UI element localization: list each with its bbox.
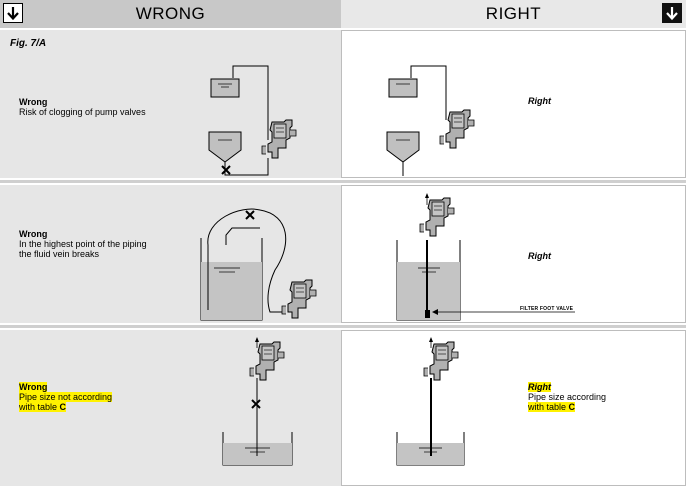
row1-wrong-text: Wrong Risk of clogging of pump valves: [19, 97, 146, 117]
row3-wrong-line2: with table C: [19, 402, 67, 412]
row1-right-title: Right: [528, 96, 551, 106]
row1-wrong-title: Wrong: [19, 97, 48, 107]
row2-wrong-title: Wrong: [19, 229, 48, 239]
row3-right-line1: Pipe size according: [528, 392, 607, 402]
row2-wrong-line1: In the highest point of the piping: [19, 239, 147, 249]
row3-wrong-line2-text: with table: [19, 402, 58, 412]
row3-wrong-text: Wrong Pipe size not according with table…: [19, 382, 113, 412]
header-wrong-label: WRONG: [135, 4, 206, 23]
row1-wrong-drawing: [208, 65, 297, 176]
header-right: RIGHT: [341, 0, 686, 28]
down-arrow-icon: [662, 3, 682, 23]
row-separator: [0, 180, 686, 183]
row2-wrong-line2: the fluid vein breaks: [19, 249, 100, 259]
down-arrow-icon: [3, 3, 23, 23]
row3-right-drawing: [396, 337, 465, 466]
row3-wrong-table-ref: C: [59, 402, 67, 412]
row1-right-drawing: [386, 65, 475, 176]
filter-foot-valve-label: FILTER FOOT VALVE: [520, 306, 574, 312]
figure-label: Fig. 7/A: [10, 38, 47, 49]
row3-right-text: Right Pipe size according with table C: [528, 382, 606, 412]
header-right-label: RIGHT: [485, 4, 542, 23]
row1-wrong-line1: Risk of clogging of pump valves: [19, 107, 146, 117]
row3-wrong-line1: Pipe size not according: [19, 392, 113, 402]
row2-wrong-drawing: [200, 208, 317, 321]
row2-wrong-text: Wrong In the highest point of the piping…: [19, 229, 147, 259]
row-separator: [0, 325, 686, 328]
header-wrong: WRONG: [0, 0, 341, 28]
row2-right-drawing: [396, 193, 575, 321]
row3-wrong-title: Wrong: [19, 382, 48, 392]
row3-right-title: Right: [528, 382, 551, 392]
row3-right-table-ref: C: [568, 402, 576, 412]
row3-right-line2: with table C: [528, 402, 576, 412]
row2-wrong-panel: [0, 185, 341, 323]
row1-wrong-panel: [0, 30, 341, 178]
row2-right-title: Right: [528, 251, 551, 261]
row3-wrong-drawing: [222, 337, 293, 466]
row3-right-line2-text: with table: [528, 402, 567, 412]
